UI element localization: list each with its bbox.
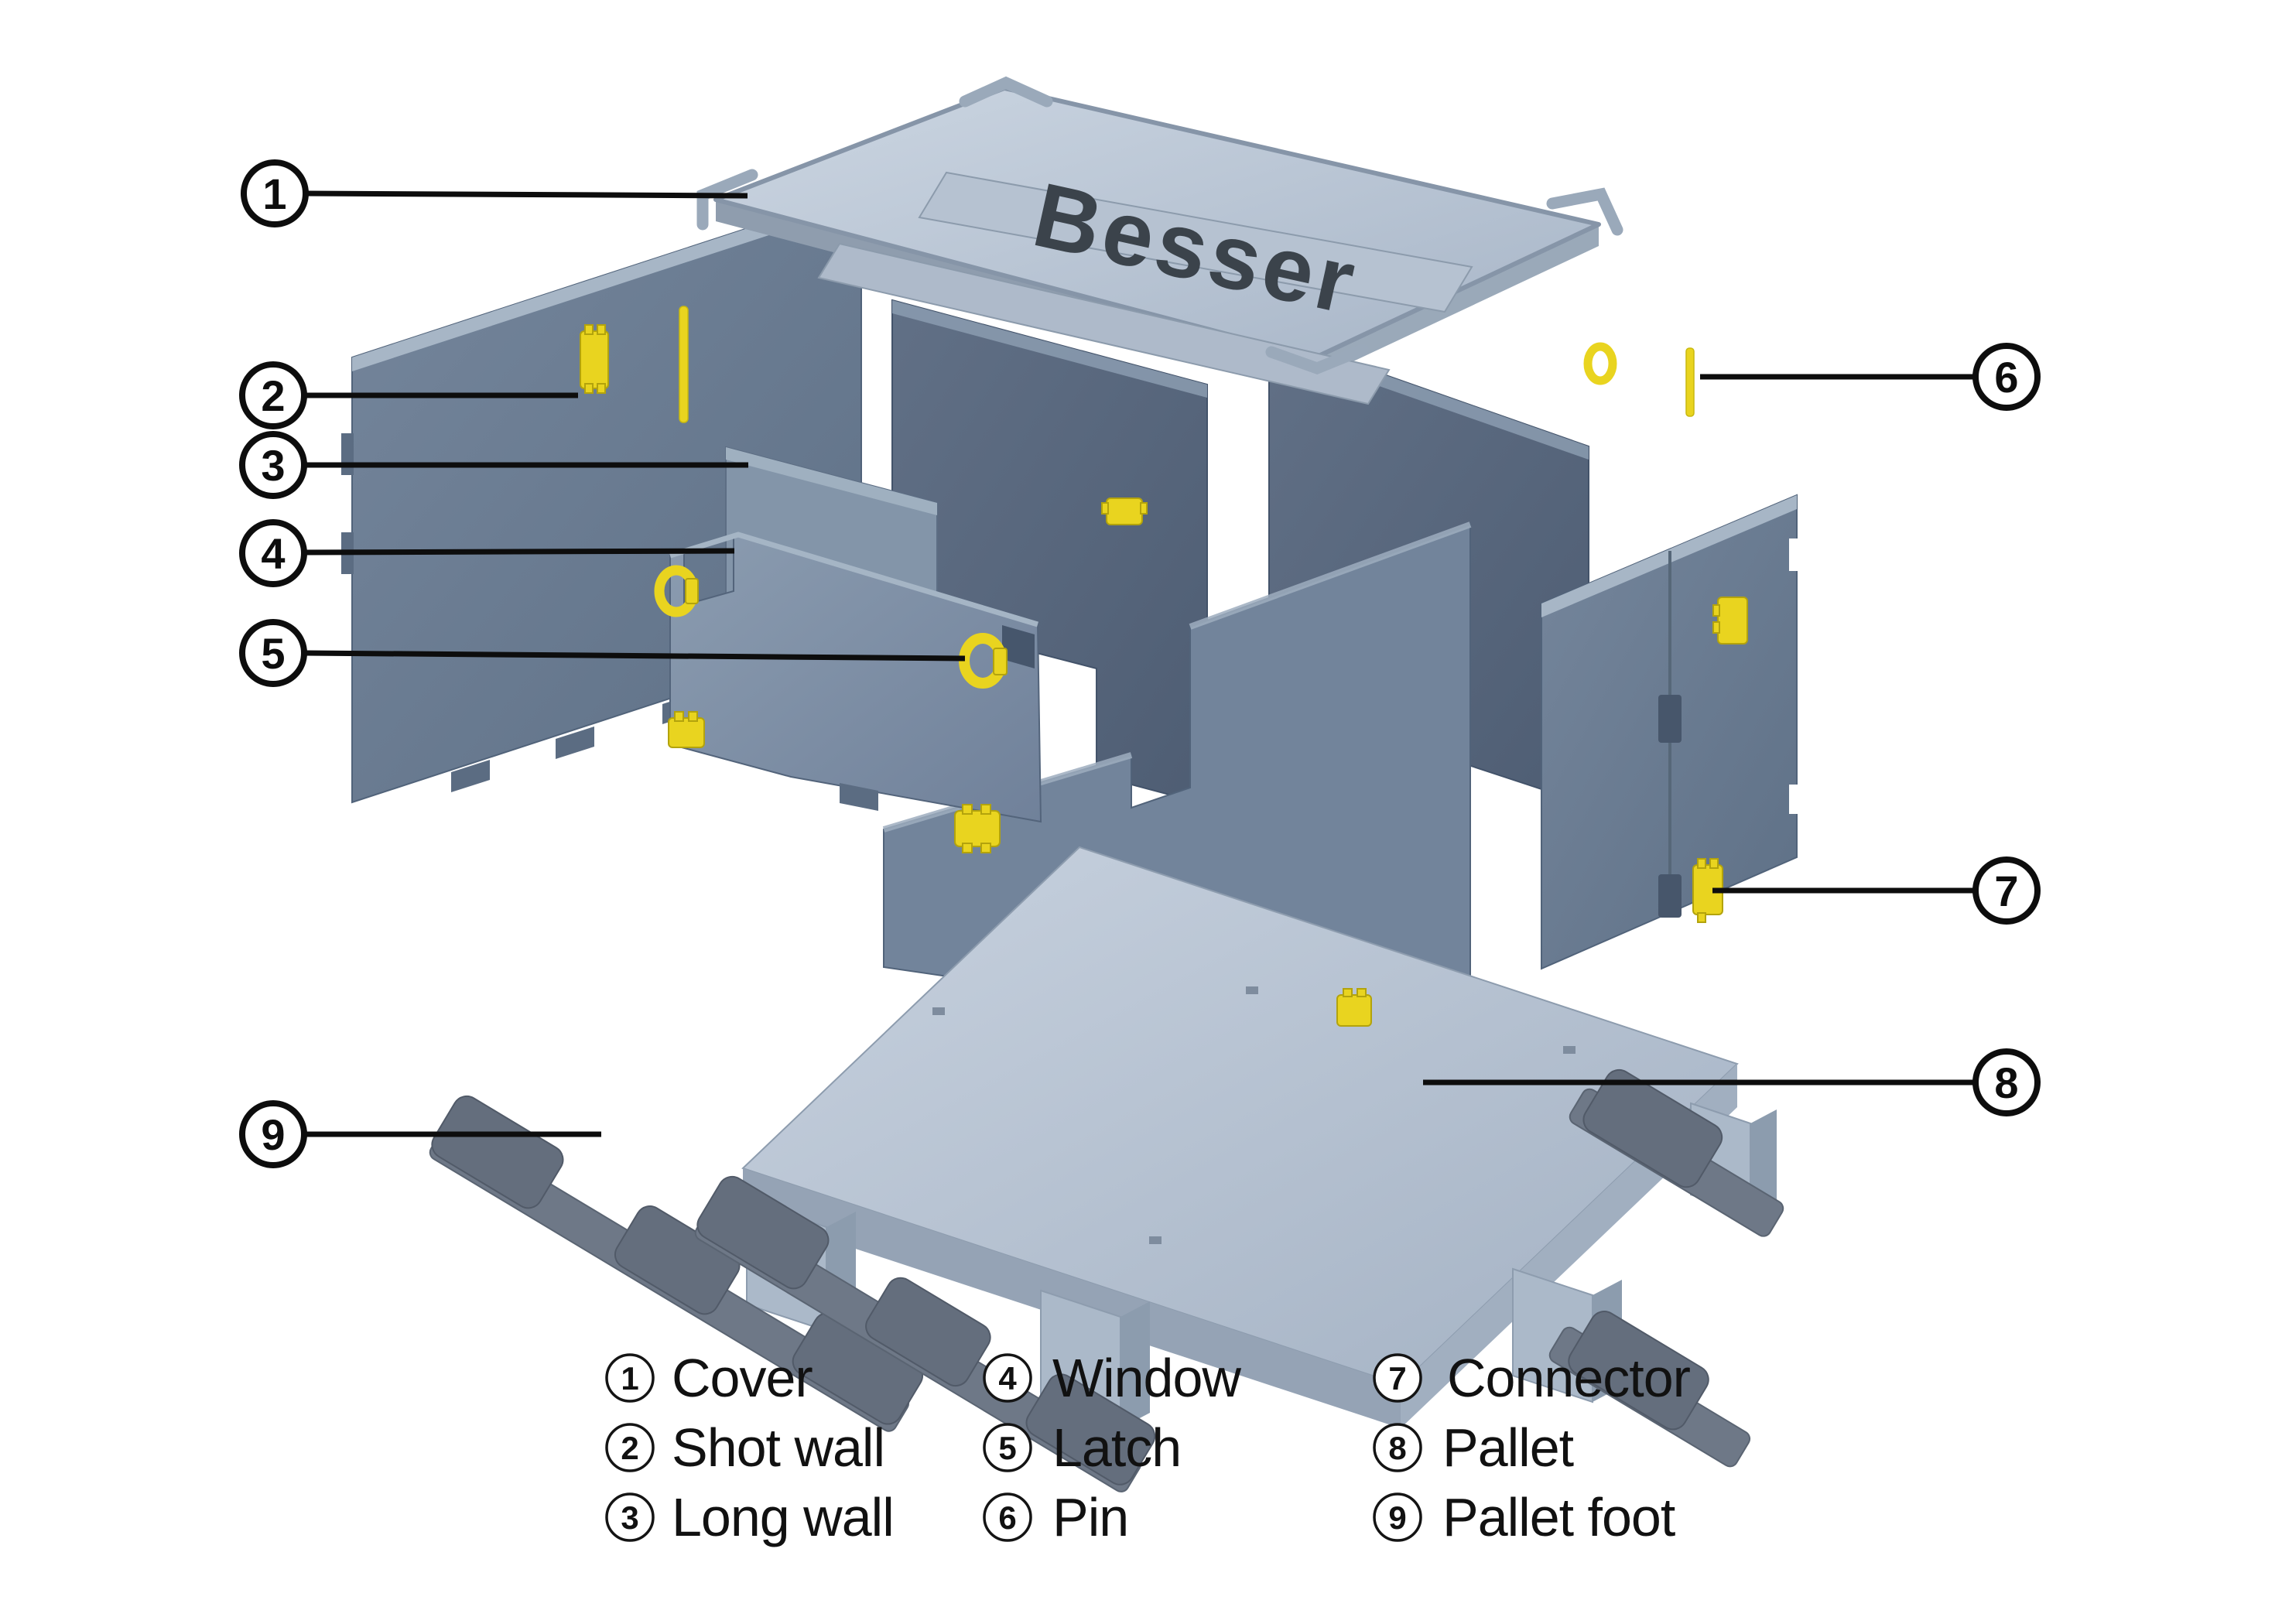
svg-text:5: 5	[998, 1430, 1016, 1466]
latch-icon	[1583, 342, 1617, 385]
svg-text:9: 9	[1388, 1499, 1406, 1536]
legend-item-cover: 1 Cover	[605, 1348, 813, 1408]
legend-item-pallet-foot: 9 Pallet foot	[1373, 1487, 1676, 1547]
callout-6: 6	[1972, 343, 2041, 411]
svg-text:Latch: Latch	[1052, 1417, 1181, 1478]
svg-text:3: 3	[261, 441, 285, 490]
legend-item-connector: 7 Connector	[1373, 1348, 1692, 1408]
legend-item-latch: 5 Latch	[983, 1417, 1182, 1478]
part-window-wall	[669, 532, 1042, 823]
svg-text:5: 5	[261, 629, 285, 678]
pin-icon	[679, 306, 689, 423]
callout-3: 3	[239, 431, 307, 499]
part-cover: Besser	[696, 76, 1623, 405]
callout-4: 4	[239, 519, 307, 587]
cover-corner-tab	[1546, 187, 1623, 236]
callout-2: 2	[239, 361, 307, 429]
svg-text:4: 4	[998, 1360, 1017, 1397]
svg-text:8: 8	[1388, 1430, 1406, 1466]
callout-5: 5	[239, 619, 307, 687]
connector-icon	[580, 324, 609, 394]
part-pallet-foot-middle	[694, 1175, 1156, 1492]
legend-item-long-wall: 3 Long wall	[605, 1487, 895, 1547]
callout-7: 7	[1972, 856, 2041, 925]
svg-text:Cover: Cover	[672, 1348, 813, 1408]
svg-text:1: 1	[262, 169, 286, 218]
svg-text:7: 7	[1994, 867, 2018, 915]
svg-text:Pin: Pin	[1052, 1487, 1128, 1547]
svg-text:Connector: Connector	[1447, 1348, 1691, 1408]
latch-icon	[1101, 497, 1148, 525]
leader-line-5	[304, 650, 966, 662]
callout-8: 8	[1972, 1048, 2041, 1116]
svg-text:Long wall: Long wall	[672, 1487, 894, 1547]
part-pallet-foot-right-lower	[1548, 1311, 1751, 1468]
latch-icon	[1336, 988, 1372, 1027]
legend-item-pin: 6 Pin	[983, 1487, 1129, 1547]
svg-text:Pallet foot: Pallet foot	[1442, 1487, 1675, 1547]
legend-item-shot-wall: 2 Shot wall	[605, 1417, 885, 1478]
part-pallet-foot-left	[429, 1095, 924, 1432]
legend-item-pallet: 8 Pallet	[1373, 1417, 1575, 1478]
svg-text:6: 6	[998, 1499, 1016, 1536]
cover-corner-tab	[1265, 344, 1369, 375]
svg-text:3: 3	[621, 1499, 638, 1536]
callout-1: 1	[241, 159, 309, 227]
cover-corner-tab	[959, 76, 1053, 108]
svg-text:4: 4	[261, 529, 285, 578]
svg-text:6: 6	[1994, 353, 2018, 402]
svg-text:1: 1	[621, 1360, 638, 1397]
legend: 1 Cover 2 Shot wall 3 Long wall 4 Window…	[605, 1348, 1692, 1547]
part-pallet-foot-right-upper	[1569, 1068, 1784, 1237]
leader-line-1	[306, 190, 748, 199]
leader-line-4	[304, 548, 735, 556]
pin-icon	[1685, 347, 1695, 417]
latch-icon	[654, 565, 699, 617]
svg-text:Window: Window	[1052, 1348, 1241, 1408]
window-cutout	[1002, 625, 1035, 668]
legend-item-window: 4 Window	[983, 1348, 1242, 1408]
svg-text:8: 8	[1994, 1058, 2018, 1107]
callout-9: 9	[239, 1100, 307, 1168]
latch-icon	[1712, 597, 1748, 644]
svg-text:7: 7	[1388, 1360, 1406, 1397]
svg-text:2: 2	[621, 1430, 638, 1466]
latch-icon	[954, 804, 1001, 853]
svg-text:Shot wall: Shot wall	[672, 1417, 884, 1478]
svg-text:Pallet: Pallet	[1442, 1417, 1574, 1478]
latch-icon	[668, 711, 705, 748]
svg-text:9: 9	[261, 1110, 285, 1159]
svg-text:2: 2	[261, 371, 285, 420]
